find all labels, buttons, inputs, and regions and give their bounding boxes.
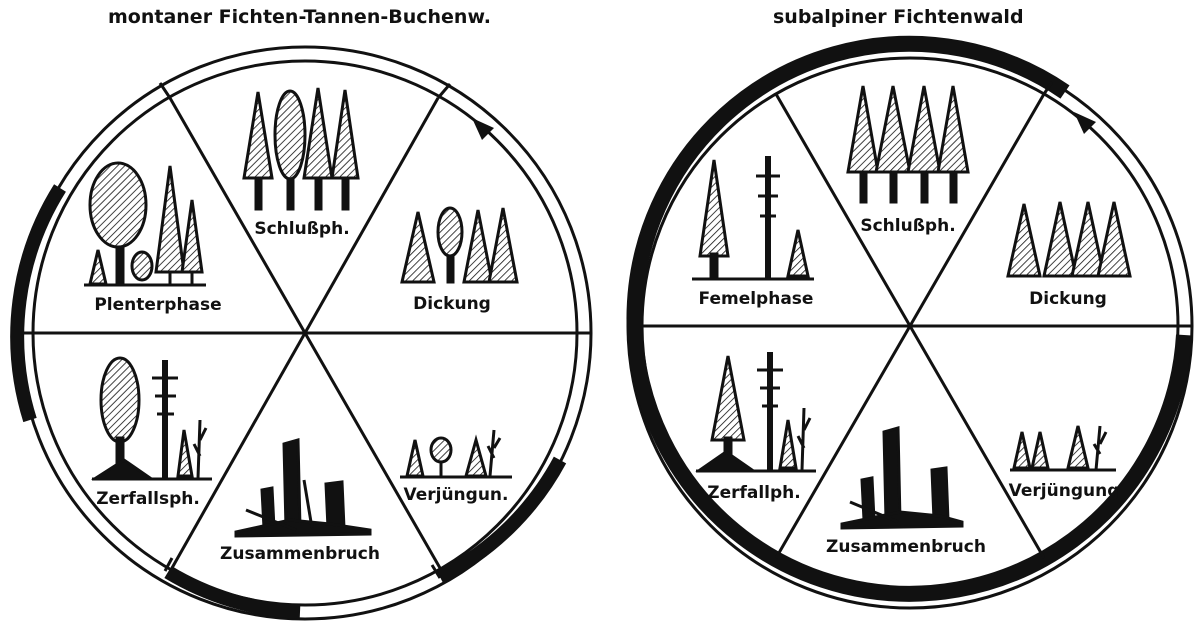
phase-label: Schlußph. <box>860 216 955 236</box>
left-cycle-diagram: Schlußph. Dickung Verjüngun. <box>17 47 591 619</box>
right-cycle-diagram: Schlußph. Dickung Verjüngung <box>628 44 1192 608</box>
cycle-arc-bottom-left <box>168 572 300 612</box>
phase-label: Dickung <box>413 294 491 314</box>
group-selection-spruce-icon <box>692 156 814 279</box>
closed-stand-spruce-icon <box>848 86 968 202</box>
phase-label: Dickung <box>1029 289 1107 309</box>
thicket-trees-icon <box>402 208 517 282</box>
phase-zerfallsphase: Zerfallsph. <box>92 358 212 509</box>
phase-zerfallphase: Zerfallph. <box>696 352 816 503</box>
phase-label: Zerfallsph. <box>96 489 200 509</box>
regeneration-spruce-icon <box>1010 426 1116 470</box>
collapse-debris-icon <box>842 428 962 528</box>
phase-label: Schlußph. <box>254 219 349 239</box>
phase-femelphase: Femelphase <box>692 156 814 309</box>
phase-label: Femelphase <box>699 289 814 309</box>
ring-connector <box>438 84 450 98</box>
decay-trees-icon <box>92 358 212 479</box>
phase-label: Zusammenbruch <box>826 537 986 557</box>
collapse-debris-icon <box>236 440 370 536</box>
thicket-spruce-icon <box>1008 202 1130 276</box>
phase-plenterphase: Plenterphase <box>84 163 222 315</box>
phase-zusammenbruch: Zusammenbruch <box>826 428 986 557</box>
phase-schlussphase: Schlußph. <box>244 88 358 239</box>
phase-zusammenbruch: Zusammenbruch <box>220 440 380 564</box>
phase-label: Zerfallph. <box>707 483 801 503</box>
cycle-band <box>634 44 1184 594</box>
phase-label: Zusammenbruch <box>220 544 380 564</box>
phase-verjuengung: Verjüngun. <box>400 430 512 505</box>
phase-label: Plenterphase <box>94 295 221 315</box>
regeneration-trees-icon <box>400 430 512 477</box>
phase-dickung: Dickung <box>1008 202 1130 309</box>
selection-forest-trees-icon <box>84 163 206 285</box>
closed-stand-trees-icon <box>244 88 358 209</box>
phase-label: Verjüngung <box>1009 481 1120 501</box>
phase-dickung: Dickung <box>402 208 517 314</box>
phase-label: Verjüngun. <box>403 485 508 505</box>
direction-arrow-icon <box>472 118 494 140</box>
decay-spruce-icon <box>696 352 816 471</box>
phase-verjuengung: Verjüngung <box>1009 426 1120 501</box>
phase-schlussphase: Schlußph. <box>848 86 968 236</box>
